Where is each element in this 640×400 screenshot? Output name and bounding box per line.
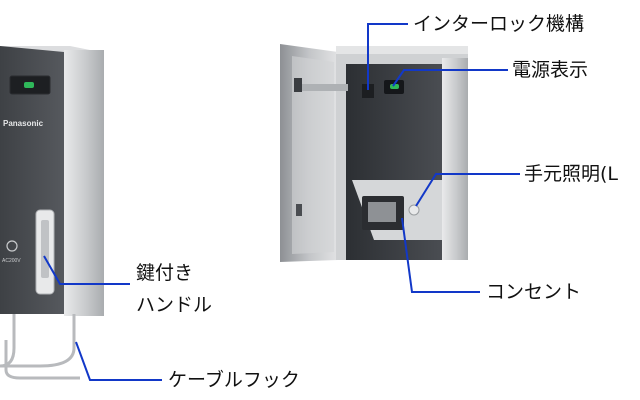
door-latch [294,78,302,92]
leader-interlock [367,23,408,90]
charger-unit-closed: Panasonic AC200V [0,46,104,380]
side-casing [64,50,104,316]
leader-lines [43,23,520,381]
model-label: AC200V [2,258,21,264]
callout-locking-handle-line2: ハンドル [136,294,213,316]
power-indicator-right [390,84,399,89]
callout-power-display: 電源表示 [512,59,589,81]
callout-outlet: コンセント [486,281,582,303]
door-hinge [296,204,302,216]
charger-unit-open [280,44,468,262]
leader-outlet [401,217,480,293]
callout-interlock: インターロック機構 [413,13,585,35]
cabinet-side [442,58,468,260]
brand-label: Panasonic [3,119,44,128]
leader-locking-handle [43,255,130,285]
callout-hand-light: 手元照明(L [524,163,618,185]
cabinet-top [336,46,468,54]
callout-locking-handle-line1: 鍵付き [136,262,194,284]
cable-hook[interactable] [0,314,80,380]
interlock-bar [302,84,348,91]
interlock-mechanism [362,84,374,98]
power-indicator [24,82,34,88]
leader-power-display [392,69,508,87]
hand-light [408,204,420,216]
callout-cable-hook: ケーブルフック [168,369,300,391]
logo-mark-icon [6,240,18,252]
leader-cable-hook [75,341,162,381]
door-inner-panel [292,56,334,254]
outlet-face [368,202,396,222]
handle-slot [41,220,49,278]
leader-hand-light [415,173,520,207]
